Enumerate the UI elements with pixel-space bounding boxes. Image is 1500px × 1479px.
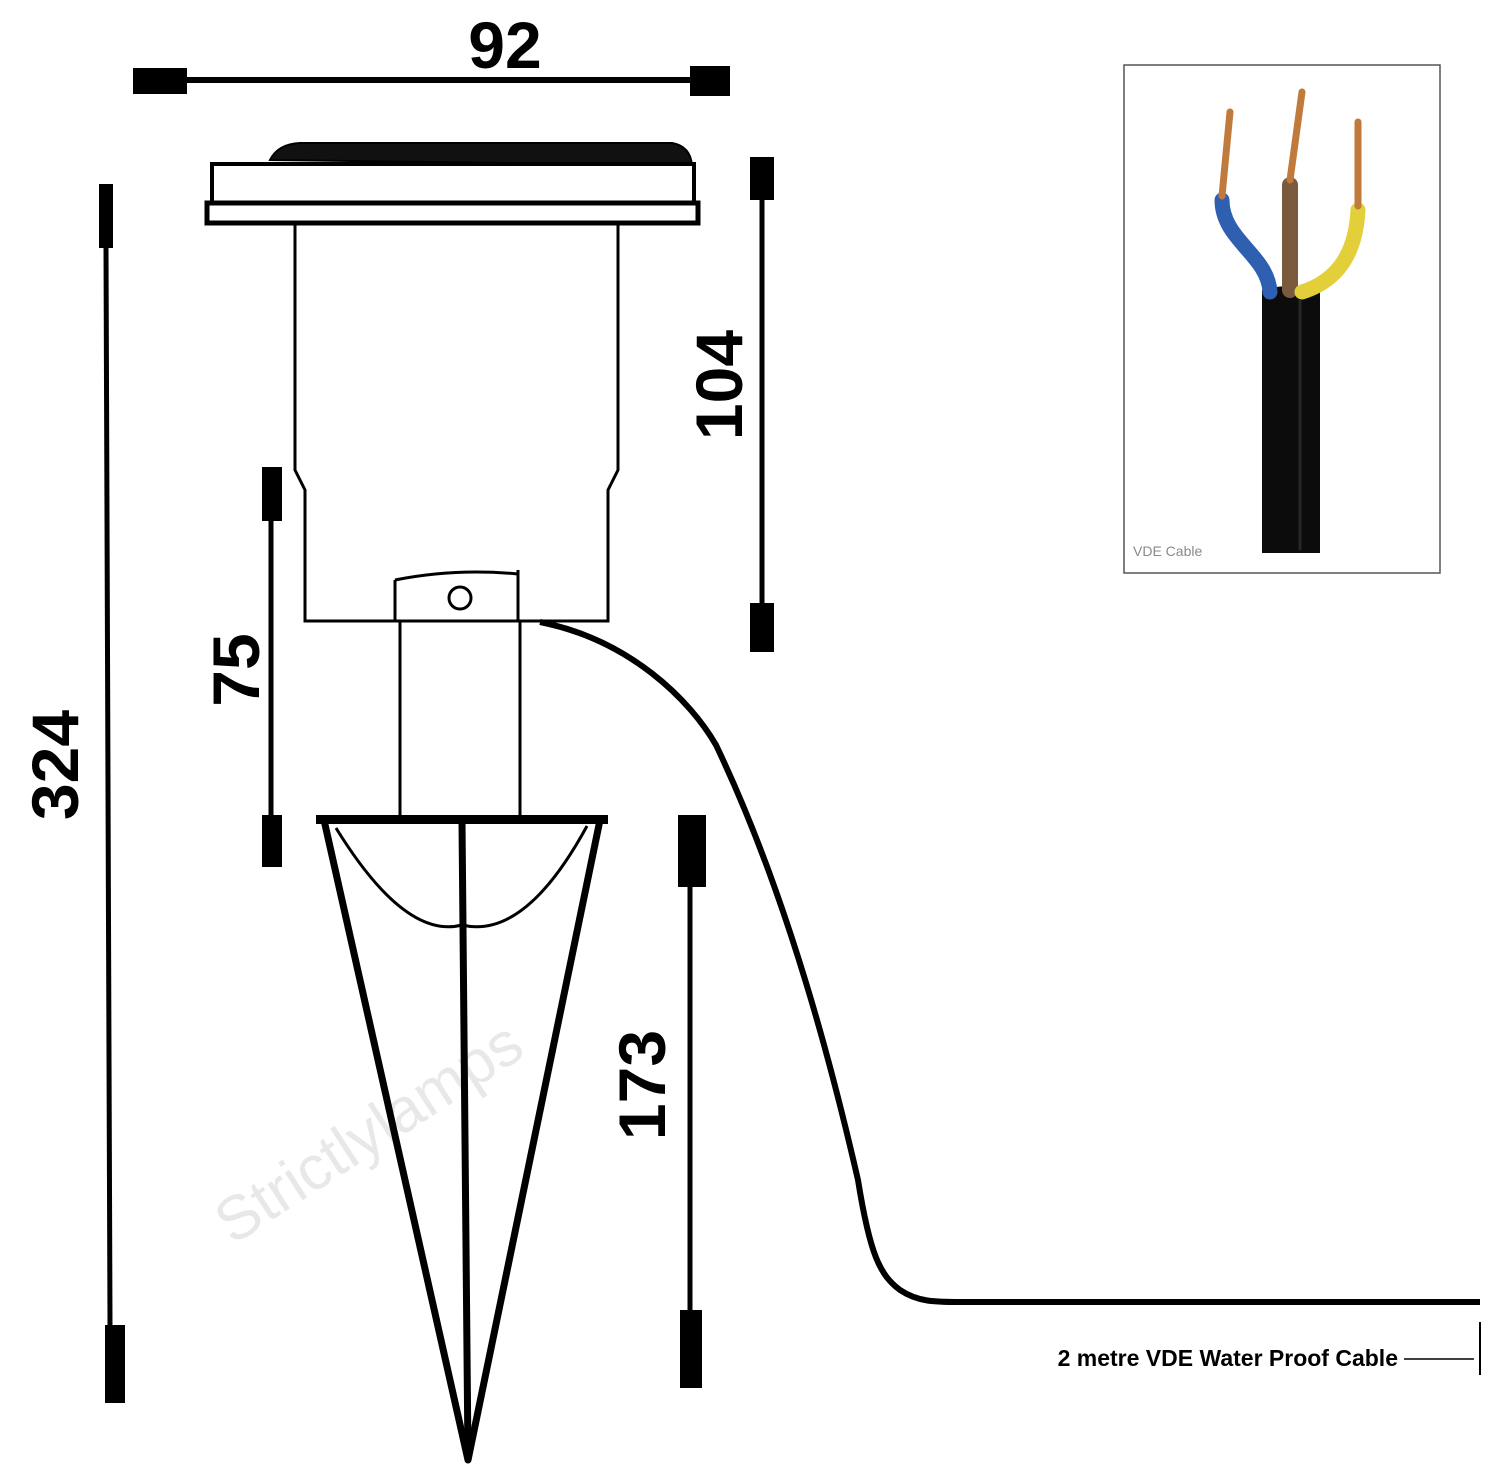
lamp-body [293,222,620,623]
dimension-body-height: 104 [682,157,774,652]
wire-yellow [1294,202,1366,300]
waterproof-cable [539,619,1480,1305]
watermark: Strictlylamps [203,1008,535,1257]
dimension-spike-height: 173 [605,815,706,1388]
cable-sheath [1262,290,1320,553]
cable-caption: 2 metre VDE Water Proof Cable [1058,1345,1398,1371]
dimension-label-173: 173 [605,1030,679,1140]
inset-label: VDE Cable [1133,543,1202,559]
dimension-stem-height: 75 [199,467,282,867]
dimension-label-75: 75 [199,633,273,706]
inset-cable-photo: VDE Cable [1123,64,1441,574]
copper-strand-brown [1286,88,1306,184]
ground-spike [316,815,608,1464]
mounting-stem [393,570,522,815]
cable-length-marker: 2 metre VDE Water Proof Cable [1058,1322,1481,1375]
lamp-head [204,142,701,226]
bracket-screw-hole [447,585,473,611]
dimension-label-104: 104 [682,330,756,440]
dimension-width-top: 92 [133,8,730,96]
copper-strand-blue [1218,108,1234,200]
dimension-total-height: 324 [18,184,125,1403]
dimension-label-92: 92 [468,8,541,82]
wire-blue [1214,192,1278,300]
dimension-label-324: 324 [18,710,92,820]
